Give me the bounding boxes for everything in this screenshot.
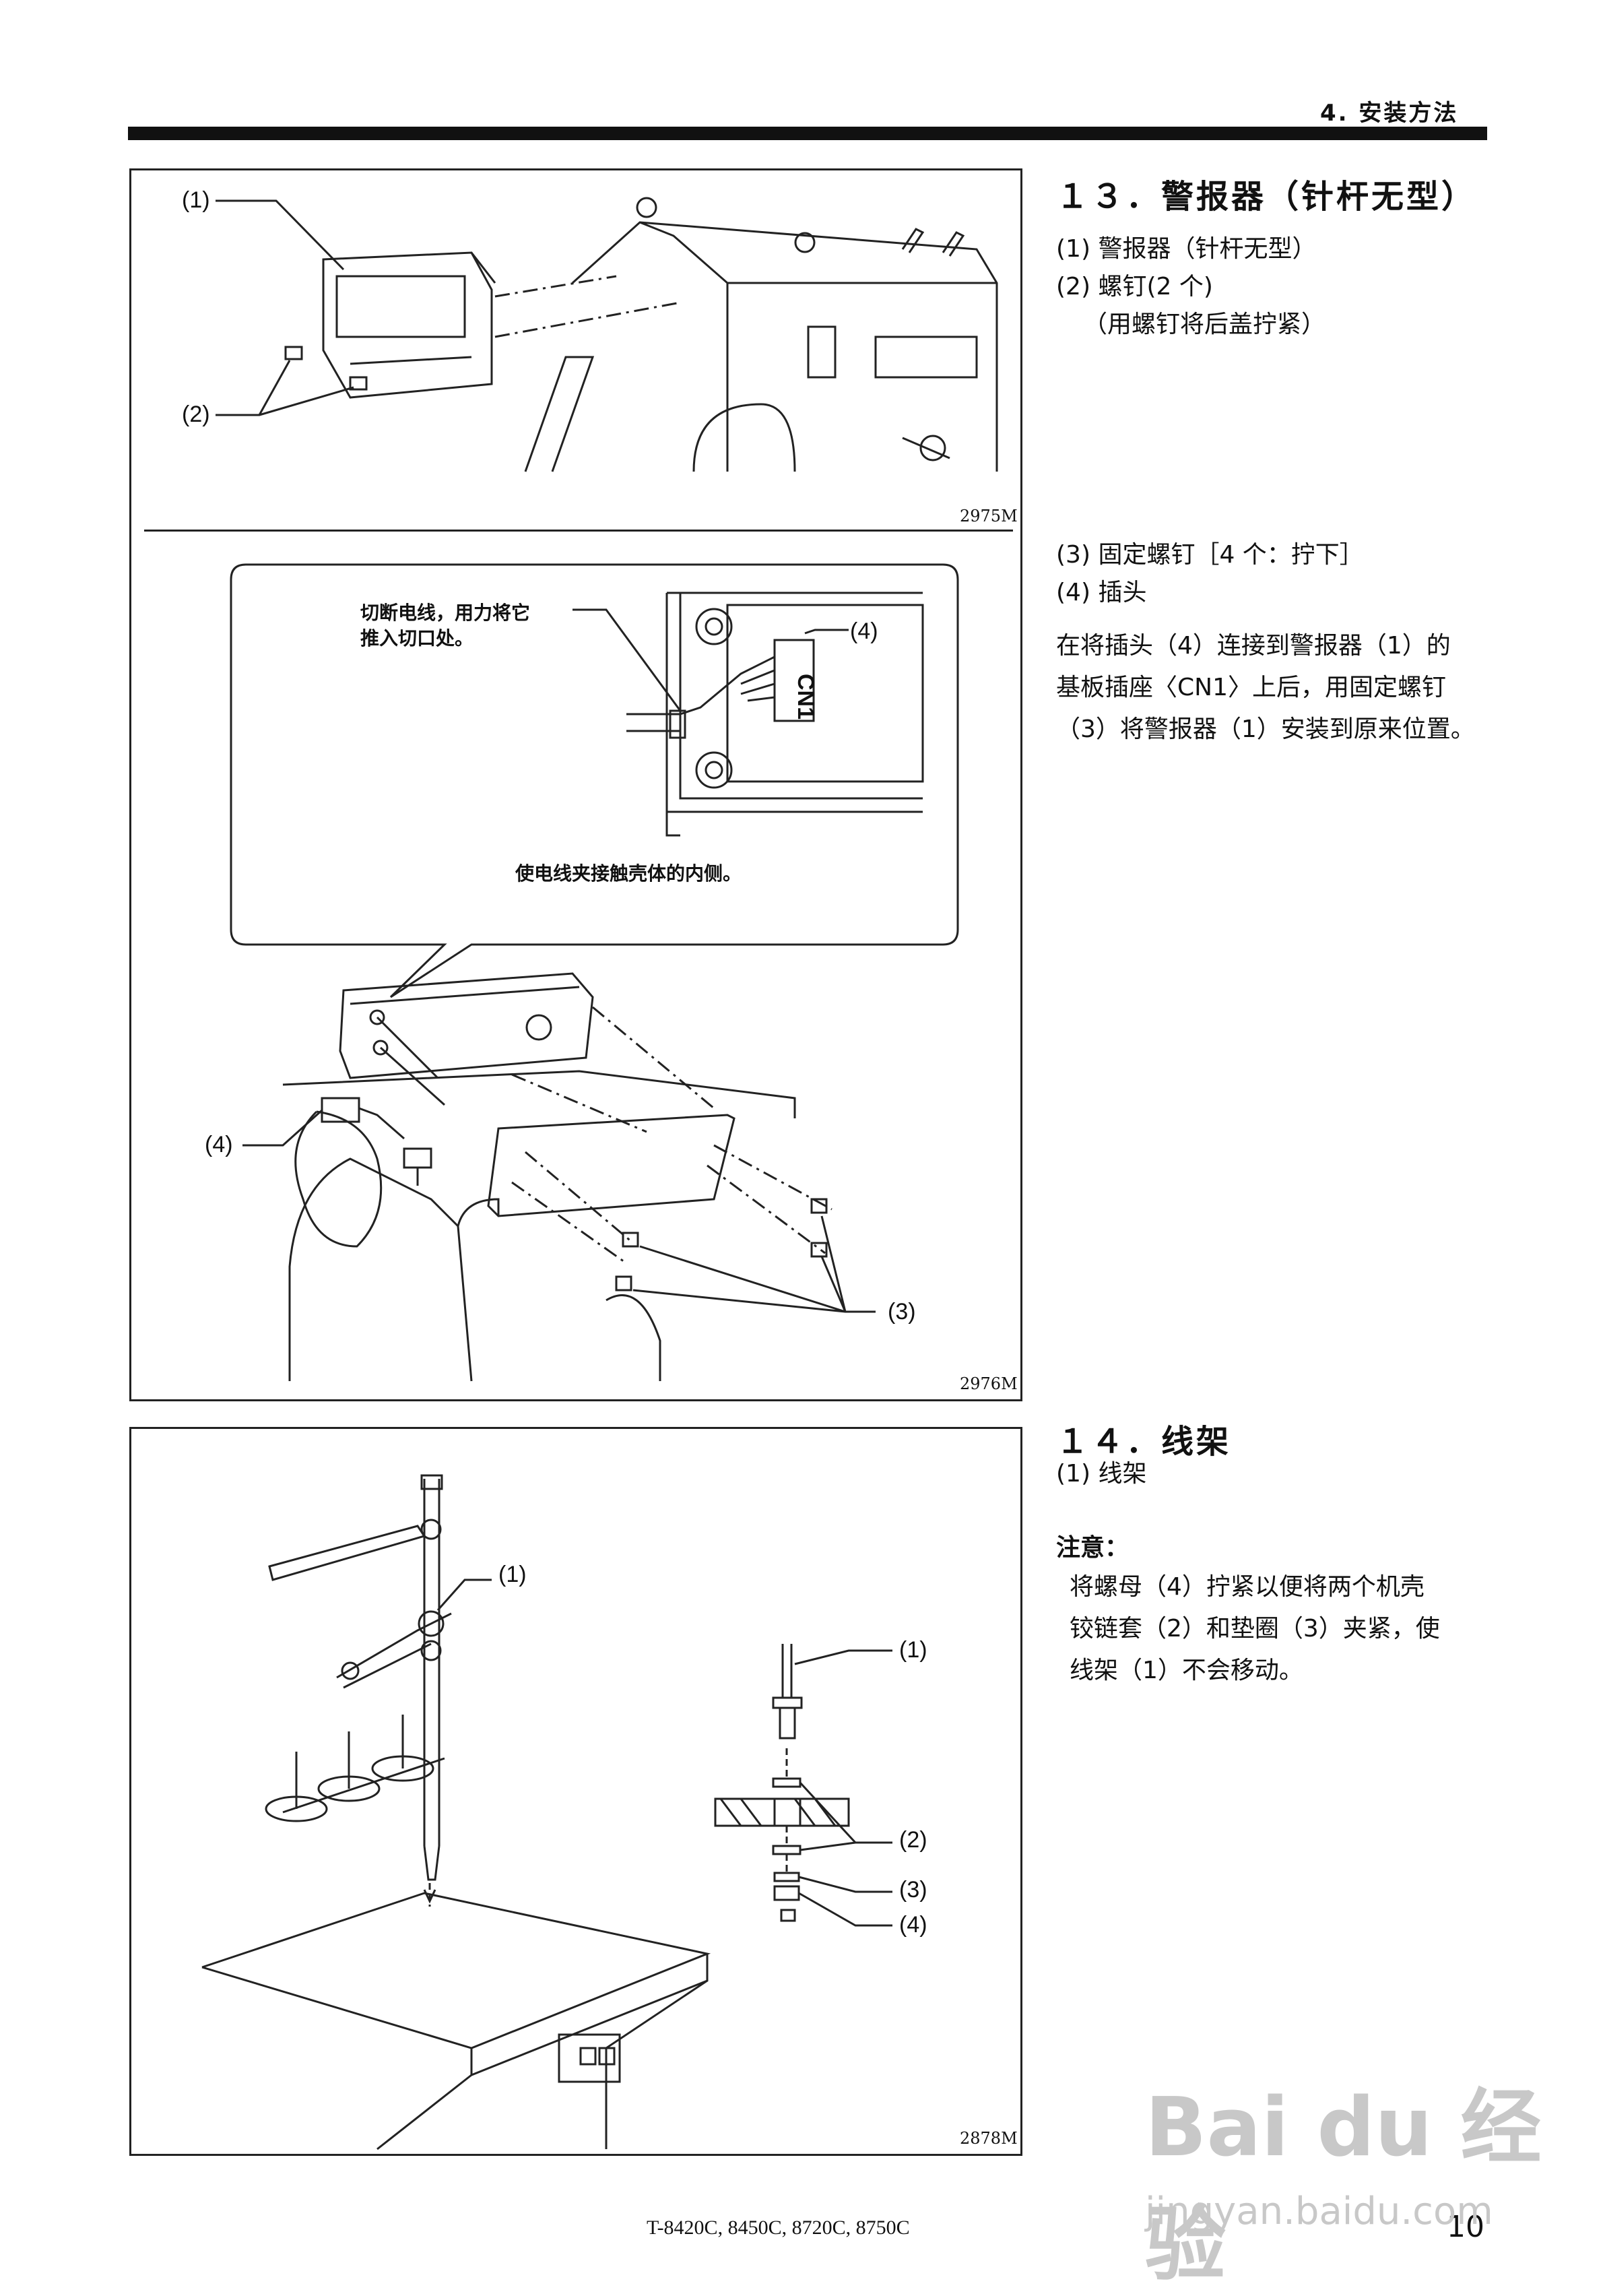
section13-para-2: 基板插座〈CN1〉上后，用固定螺钉 (1056, 674, 1446, 701)
fig3-code: 2878M (960, 2129, 1018, 2148)
fig1-label-1: (1) (182, 187, 210, 213)
section13-para-1: 在将插头（4）连接到警报器（1）的 (1056, 632, 1451, 660)
figure-divider (144, 530, 1013, 532)
fig2-label-4: (4) (205, 1132, 233, 1157)
section14-item: (1) 线架 (1056, 1460, 1147, 1488)
section14-title: １４．线架 (1056, 1423, 1232, 1461)
section13-item-4: (4) 插头 (1056, 579, 1147, 606)
footer-models: T-8420C, 8450C, 8720C, 8750C (647, 2217, 910, 2239)
fig2-code: 2976M (960, 1374, 1018, 1393)
fig3-detail-1: (1) (899, 1637, 927, 1663)
fig2-caption-bottom: 使电线夹接触壳体的内侧。 (515, 862, 742, 885)
page-number: 10 (1447, 2210, 1484, 2244)
fig1-code: 2975M (960, 507, 1018, 525)
section14-note-1: 将螺母（4）拧紧以便将两个机壳 (1070, 1573, 1425, 1601)
fig2-label-plug: (4) (850, 618, 878, 644)
section13-para-3: （3）将警报器（1）安装到原来位置。 (1056, 715, 1475, 743)
fig2-caption-top-1: 切断电线，用力将它 (360, 602, 531, 624)
section13-item-2: (2) 螺钉(2 个) (1056, 273, 1213, 300)
section13-item-3: (3) 固定螺钉［4 个：拧下］ (1056, 541, 1364, 569)
section13-item-2-note: （用螺钉将后盖拧紧） (1083, 311, 1326, 338)
fig2-label-3: (3) (888, 1299, 916, 1325)
section13-item-1: (1) 警报器（针杆无型） (1056, 235, 1317, 263)
section14-note-3: 线架（1）不会移动。 (1070, 1657, 1303, 1684)
watermark-url: jingyan.baidu.com (1145, 2190, 1493, 2233)
figure-panel-13 (129, 168, 1022, 1401)
fig3-label-1: (1) (498, 1562, 527, 1587)
watermark-brand: Bai du 经验 (1145, 2081, 1542, 2292)
section14-note-2: 铰链套（2）和垫圈（3）夹紧，使 (1070, 1615, 1440, 1643)
header-section: 4. 安装方法 (1320, 100, 1459, 127)
figure-panel-14 (129, 1427, 1022, 2156)
fig3-detail-2: (2) (899, 1827, 927, 1853)
header-rule (128, 127, 1487, 140)
section14-note-title: 注意： (1056, 1534, 1130, 1562)
section13-title: １３．警报器（针杆无型） (1056, 178, 1477, 216)
fig3-detail-3: (3) (899, 1877, 927, 1903)
fig2-caption-top-2: 推入切口处。 (360, 627, 474, 649)
fig1-label-2: (2) (182, 402, 210, 427)
fig3-detail-4: (4) (899, 1912, 927, 1938)
